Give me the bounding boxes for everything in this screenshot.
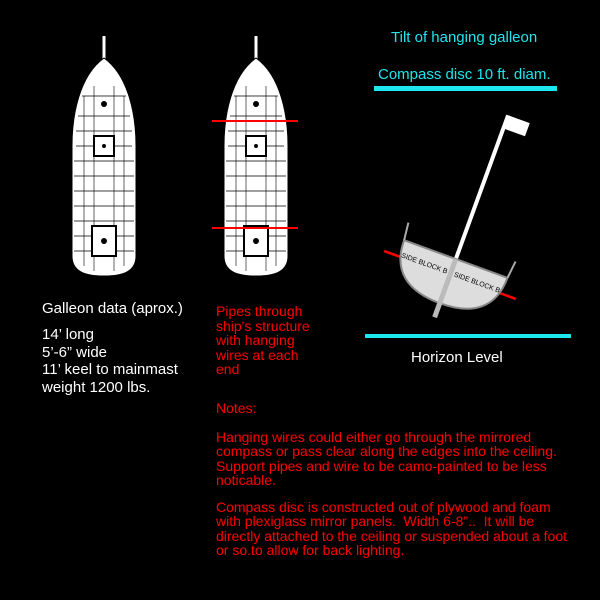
- galleon-data-line: 11’ keel to mainmast: [42, 361, 178, 378]
- compass-disc-bar: [374, 86, 557, 91]
- horizon-line: [365, 334, 571, 338]
- galleon-data-line: 14’ long: [42, 326, 94, 343]
- compass-label: Compass disc 10 ft. diam.: [378, 66, 551, 83]
- notes-paragraph: Hanging wires could either go through th…: [216, 429, 557, 488]
- galleon-data-line: 5’-6” wide: [42, 343, 108, 361]
- pipes-note: Pipes through ship's structure with hang…: [216, 303, 310, 377]
- galleon-top-view-with-pipes: [222, 34, 290, 278]
- galleon-data-line: weight 1200 lbs.: [42, 378, 151, 396]
- notes-heading: Notes:: [216, 400, 257, 416]
- galleon-data-heading: Galleon data (aprox.): [42, 300, 183, 317]
- notes-paragraph: Compass disc is constructed out of plywo…: [216, 499, 568, 558]
- horizon-label: Horizon Level: [411, 349, 503, 366]
- galleon-data-list: 14’ long 5’-6” wide 11’ keel to mainmast…: [42, 326, 178, 396]
- galleon-top-view: [70, 34, 138, 278]
- tilted-galleon: SIDE BLOCK B SIDE BLOCK B: [383, 114, 530, 319]
- title: Tilt of hanging galleon: [391, 29, 538, 46]
